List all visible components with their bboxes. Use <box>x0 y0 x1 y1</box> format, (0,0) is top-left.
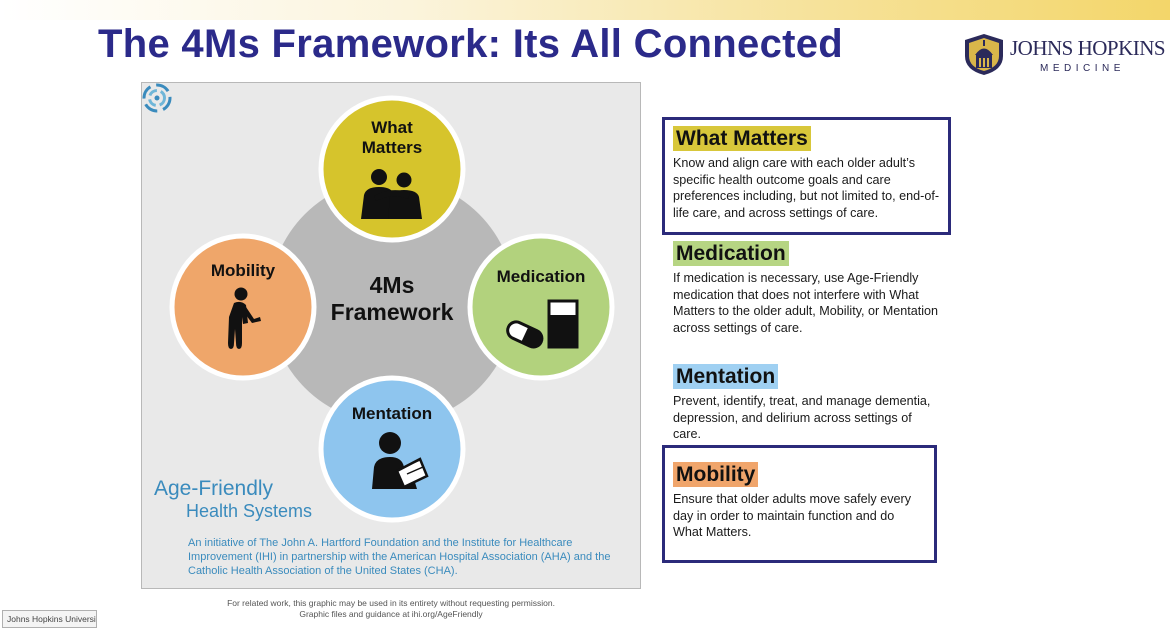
medication-body: If medication is necessary, use Age-Frie… <box>673 271 939 335</box>
people-icon <box>361 169 422 219</box>
mentation-label: Mentation <box>351 404 433 423</box>
reading-person-icon <box>372 432 429 489</box>
medication-label: Medication <box>496 267 586 286</box>
slide-title: The 4Ms Framework: Its All Connected <box>98 22 844 66</box>
medication-heading: Medication <box>673 241 789 266</box>
framework-diagram <box>169 95 615 523</box>
mentation-panel: Mentation Prevent, identify, treat, and … <box>665 364 950 443</box>
logo-subtitle: MEDICINE <box>1040 63 1125 74</box>
footnote-line2: Graphic files and guidance at ihi.org/Ag… <box>299 609 483 619</box>
afhs-brand-line2: Health Systems <box>186 501 313 521</box>
dome-shield-icon <box>965 34 1003 75</box>
what-matters-label: What Matters <box>361 118 423 157</box>
medication-panel: Medication If medication is necessary, u… <box>665 241 950 336</box>
what-matters-heading: What Matters <box>673 126 811 151</box>
mobility-heading: Mobility <box>673 462 759 487</box>
center-label: 4Ms Framework <box>330 272 454 325</box>
what-matters-panel: What Matters Know and align care with ea… <box>662 117 951 235</box>
swirl-logo-icon <box>142 83 172 113</box>
graphic-footnote: For related work, this graphic may be us… <box>141 598 641 620</box>
afhs-brand-line1: Age-Friendly <box>154 477 274 500</box>
mobility-panel: Mobility Ensure that older adults move s… <box>662 445 937 563</box>
what-matters-circle <box>318 95 466 243</box>
4ms-framework-graphic: What Matters Medication Mentation Mobili… <box>141 82 641 589</box>
walking-person-icon <box>228 287 261 349</box>
presenter-name-chip[interactable]: Johns Hopkins University... <box>2 610 97 628</box>
what-matters-body: Know and align care with each older adul… <box>673 156 940 220</box>
top-accent-bar <box>0 0 1170 20</box>
mobility-label: Mobility <box>210 261 276 280</box>
footnote-line1: For related work, this graphic may be us… <box>227 598 555 608</box>
logo-name: JOHNS HOPKINS <box>1010 36 1166 60</box>
center-circle <box>269 178 515 424</box>
johns-hopkins-logo: JOHNS HOPKINS MEDICINE <box>962 32 1166 78</box>
mobility-body: Ensure that older adults move safely eve… <box>673 492 912 539</box>
mentation-heading: Mentation <box>673 364 779 389</box>
initiative-text: An initiative of The John A. Hartford Fo… <box>188 537 611 577</box>
mentation-body: Prevent, identify, treat, and manage dem… <box>673 394 931 441</box>
pill-cup-icon <box>506 299 579 349</box>
medication-circle <box>467 233 615 381</box>
